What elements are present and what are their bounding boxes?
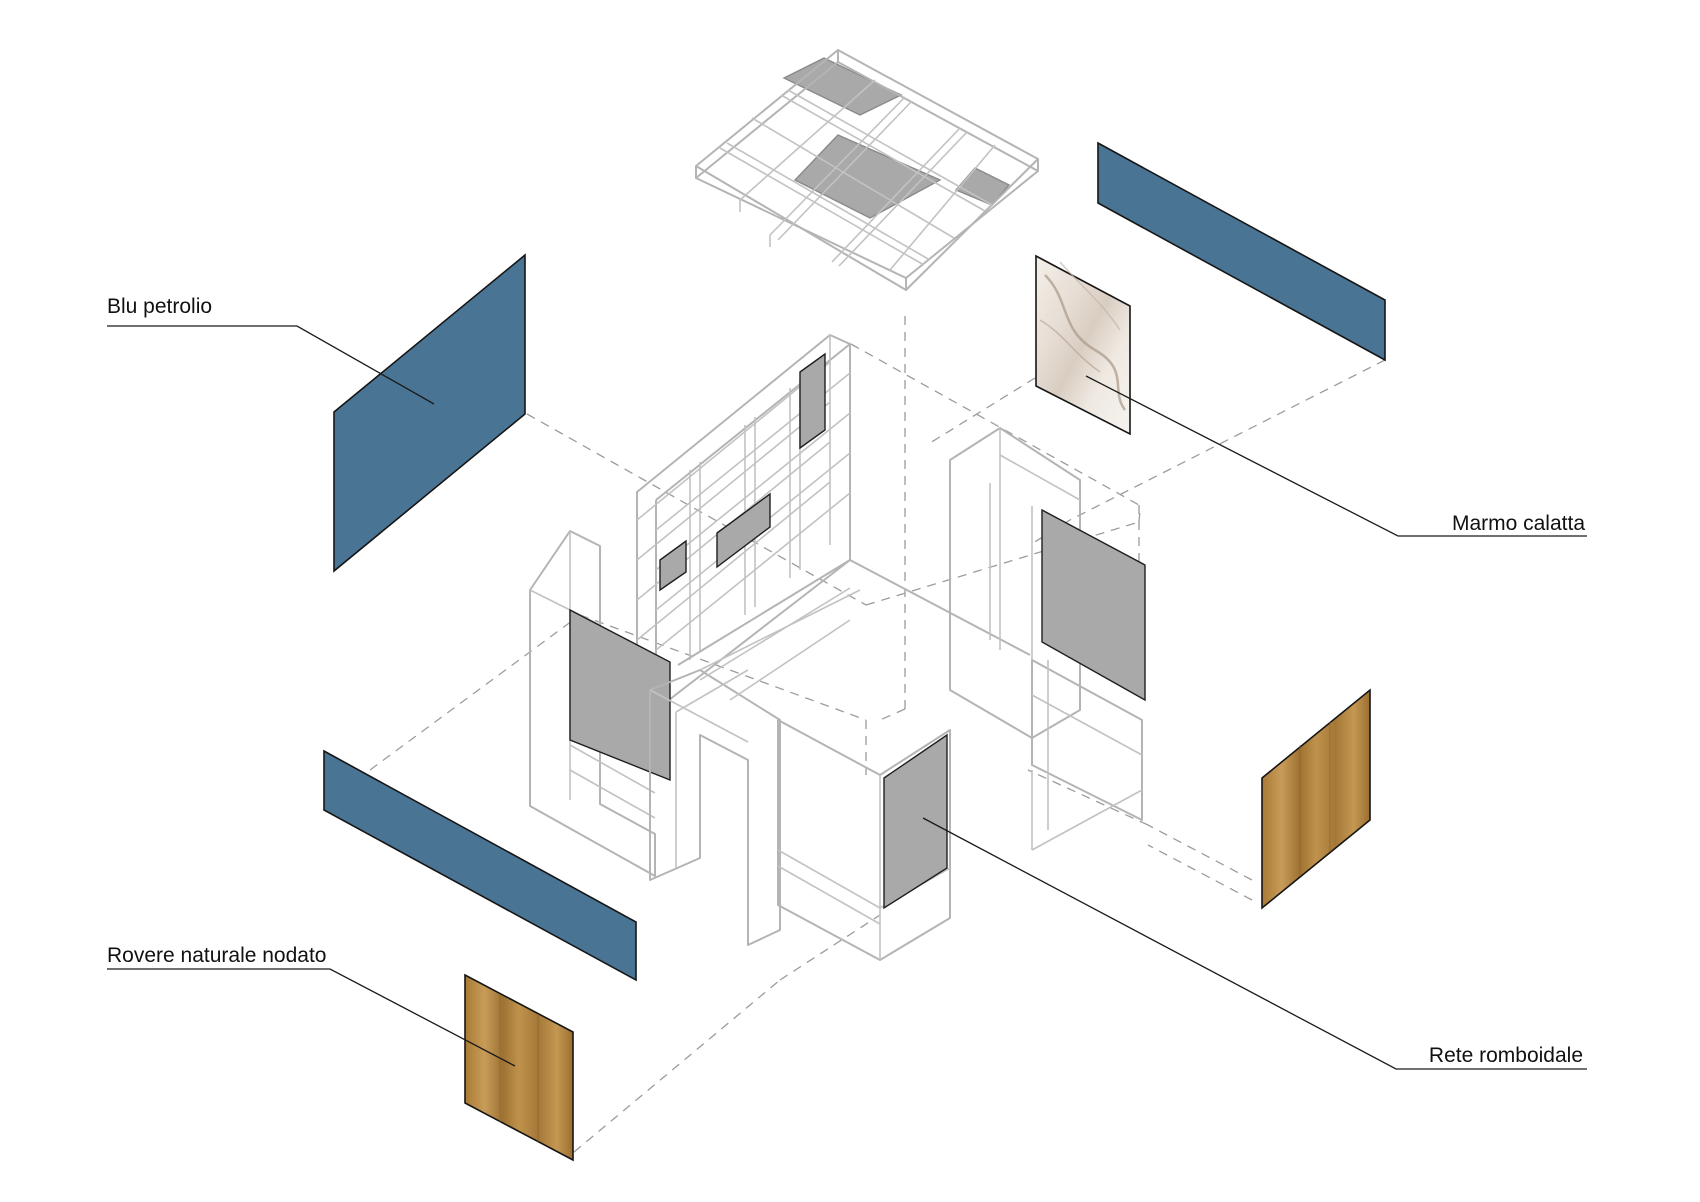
label-blu-petrolio: Blu petrolio [107, 295, 212, 318]
label-marmo-calatta: Marmo calatta [1452, 512, 1585, 535]
label-rovere-naturale-nodato: Rovere naturale nodato [107, 944, 327, 967]
blue-panel-bottom-left [323, 749, 637, 982]
oak-panel-right [1261, 688, 1371, 910]
furniture-framework [529, 334, 1146, 961]
ceiling-frame [695, 49, 1039, 291]
blue-panel-left [333, 253, 526, 573]
label-rete-romboidale: Rete romboidale [1429, 1044, 1583, 1067]
leader-lines [107, 325, 1587, 1070]
blue-panel-top-right [1097, 141, 1386, 362]
material-panels [323, 141, 1386, 1162]
marble-panel [1035, 254, 1131, 436]
oak-panel-bottom [464, 973, 574, 1162]
